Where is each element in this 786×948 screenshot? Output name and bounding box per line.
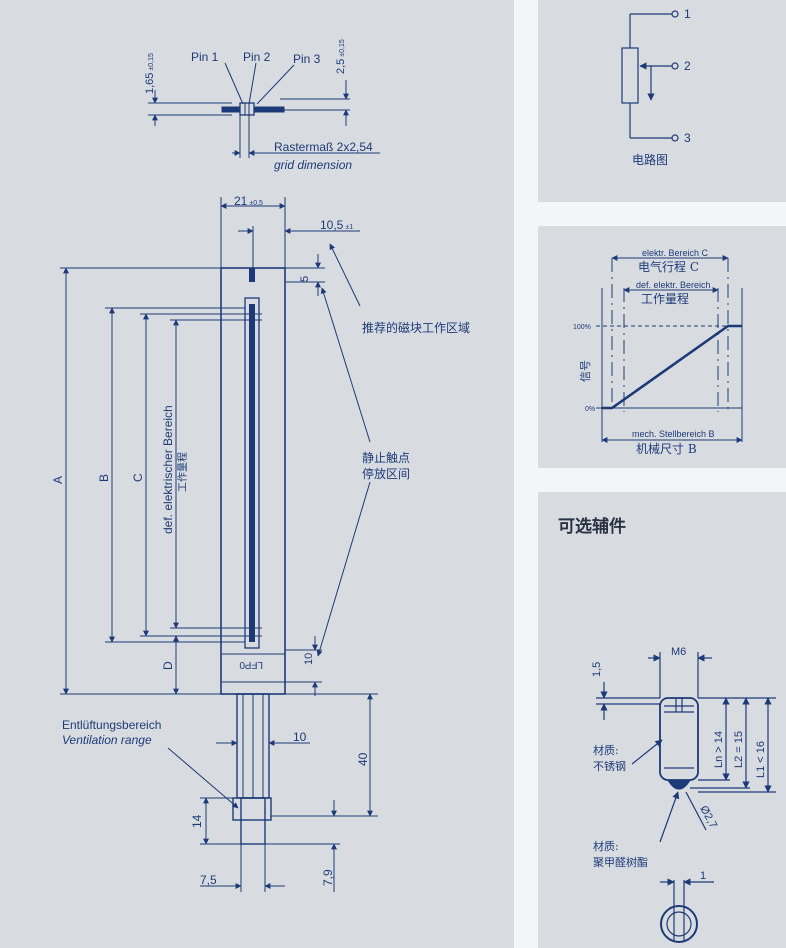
circuit-caption: 电路图: [632, 152, 668, 167]
circuit-pin1: 1: [684, 7, 691, 21]
dim-1: 1: [700, 870, 706, 882]
dim-2-5-value: 2,5: [335, 59, 347, 74]
accessories-title: 可选辅件: [558, 517, 626, 537]
width-dim-tol: ±0,5: [249, 200, 263, 207]
pin-view: [148, 62, 380, 158]
material-2-label: 材质:: [593, 839, 619, 853]
range-chart-panel: [538, 226, 786, 468]
y-100: 100%: [573, 324, 591, 331]
lfp-label: LFP: [244, 659, 263, 670]
y-0: 0%: [585, 406, 595, 413]
offset-dim-tol: ±1: [345, 224, 353, 231]
dim-10-lfp: 10: [303, 653, 315, 665]
dim-14: 14: [190, 814, 204, 828]
dim-2-5-tol: ±0,15: [339, 39, 346, 57]
pin1-label: Pin 1: [191, 50, 219, 64]
offset-dim: 10,5±1: [320, 218, 353, 232]
pin2-label: Pin 2: [243, 50, 271, 64]
magnet-note: 推荐的磁块工作区域: [362, 320, 470, 335]
range-de-label: def. elektrischer Bereich: [161, 405, 175, 534]
dim-1-65-value: 1,65: [144, 73, 156, 94]
dim-40: 40: [356, 752, 370, 766]
raster-label: Rastermaß 2x2,54: [274, 140, 373, 154]
dim-7-9: 7,9: [321, 869, 335, 886]
diameter-dim: Ø2,7: [697, 804, 719, 831]
material-1-label: 材质:: [593, 743, 619, 757]
dim-1-65-tol: ±0,15: [148, 53, 155, 71]
sensor-body: [60, 197, 378, 892]
circuit-pin2: 2: [684, 59, 691, 73]
circuit-panel: [538, 0, 786, 202]
zero-label: 0: [239, 659, 245, 670]
range-b-de: mech. Stellbereich B: [632, 429, 715, 439]
dim-2-5: 2,5 ±0,15: [335, 39, 347, 74]
circuit-pin3: 3: [684, 131, 691, 145]
material-1-value: 不锈钢: [593, 760, 626, 773]
y-axis-label: 信号: [579, 360, 592, 382]
dim-7-5: 7,5: [200, 873, 217, 887]
range-cn-label: 工作量程: [177, 452, 189, 492]
range-chart: [596, 255, 743, 443]
material-2-value: 聚甲醛树酯: [593, 855, 648, 869]
dim-D: D: [161, 661, 175, 670]
l2-dim: L2 = 15: [733, 731, 745, 768]
rest-note-1: 静止触点: [362, 451, 410, 465]
dim-C: C: [131, 473, 145, 482]
range-c-cn: 电气行程 C: [638, 259, 699, 274]
width-dim: 21±0,5: [234, 194, 263, 208]
dim-B: B: [97, 474, 111, 482]
technical-drawing-area: [0, 0, 514, 948]
pin3-label: Pin 3: [293, 52, 321, 66]
rest-note-2: 停放区间: [362, 466, 410, 481]
grid-dimension-label: grid dimension: [274, 158, 352, 172]
dim-A: A: [51, 476, 65, 484]
dim-5: 5: [299, 276, 311, 282]
range-def-cn: 工作量程: [641, 291, 689, 306]
dim-1-65: 1,65 ±0,15: [144, 53, 156, 94]
range-b-cn: 机械尺寸 B: [636, 441, 697, 456]
width-dim-value: 21: [234, 194, 248, 208]
dim-1-5: 1,5: [591, 662, 603, 677]
offset-dim-value: 10,5: [320, 218, 344, 232]
m6-label: M6: [671, 646, 686, 658]
range-def-de: def. elektr. Bereich: [636, 280, 711, 290]
circuit-diagram: [621, 10, 679, 142]
ln-dim: Ln > 14: [713, 731, 725, 768]
vent-de-label: Entlüftungsbereich: [62, 718, 161, 732]
l1-dim: L1 < 16: [755, 741, 767, 778]
range-c-de: elektr. Bereich C: [642, 248, 709, 258]
vent-en-label: Ventilation range: [62, 733, 152, 747]
magnet-screw: [596, 652, 776, 943]
dim-10: 10: [293, 730, 307, 744]
